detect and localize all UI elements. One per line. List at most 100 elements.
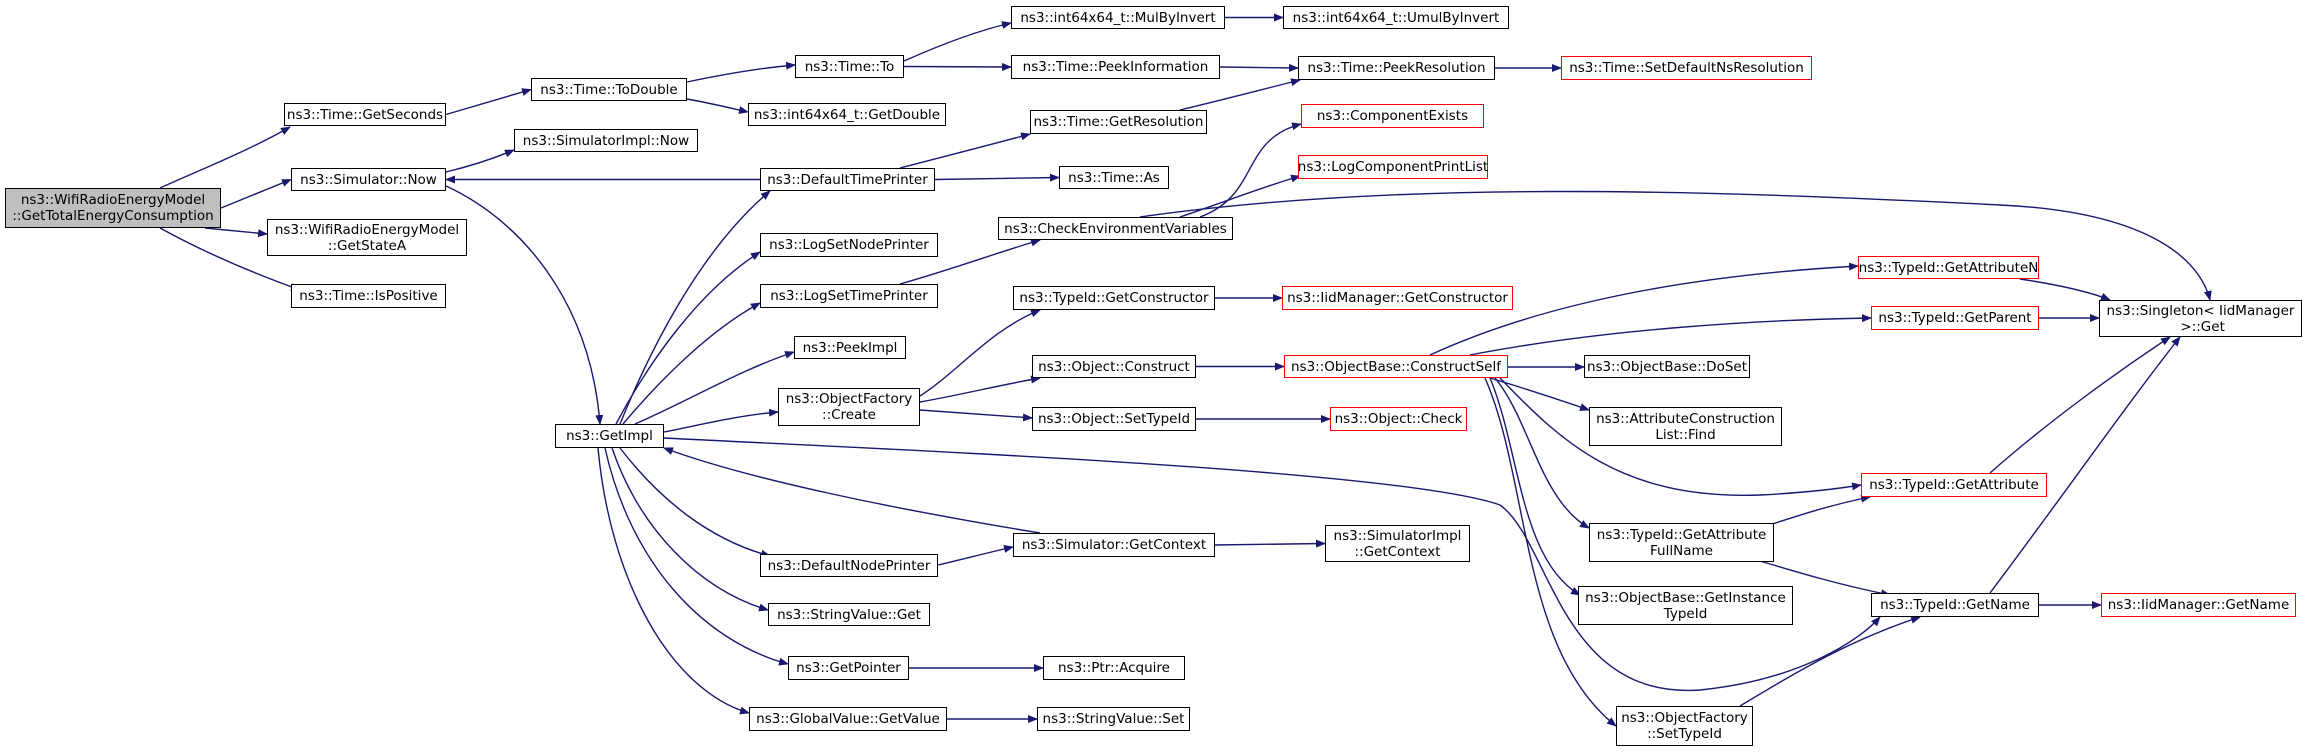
node-logsettime[interactable]: ns3::LogSetTimePrinter — [760, 284, 938, 308]
node-label: ns3::TypeId::GetName — [1880, 597, 2030, 613]
node-objconstruct[interactable]: ns3::Object::Construct — [1032, 355, 1196, 378]
node-gvgetvalue[interactable]: ns3::GlobalValue::GetValue — [749, 707, 947, 731]
node-label: ns3::SimulatorImpl::Now — [522, 132, 690, 149]
edge-todouble-to-to — [686, 61, 796, 83]
edge-root-to-getstatea — [204, 227, 268, 238]
node-acfind[interactable]: ns3::AttributeConstruction List::Find — [1589, 407, 1782, 446]
node-peekimpl[interactable]: ns3::PeekImpl — [794, 336, 906, 359]
edge-constructself-to-acfind — [1489, 377, 1590, 411]
node-label: ns3::Object::Construct — [1038, 358, 1190, 375]
edge-logsettime-to-checkenv — [899, 238, 1041, 285]
node-getattr[interactable]: ns3::TypeId::GetAttribute — [1861, 473, 2047, 497]
node-peekres[interactable]: ns3::Time::PeekResolution — [1298, 56, 1495, 80]
node-singleton[interactable]: ns3::Singleton< IidManager >::Get — [2099, 300, 2302, 337]
edge-getattrn-to-singleton — [2019, 278, 2111, 301]
edge-simnow-to-getimpl — [445, 185, 604, 425]
node-label: ns3::int64x64_t::MulByInvert — [1020, 9, 1216, 26]
node-checkenv[interactable]: ns3::CheckEnvironmentVariables — [998, 217, 1233, 240]
node-label: ns3::GlobalValue::GetValue — [756, 711, 940, 727]
node-ofsettypeid[interactable]: ns3::ObjectFactory ::SetTypeId — [1616, 706, 1753, 746]
node-label: ns3::Simulator::GetContext — [1021, 537, 1207, 553]
node-mulbyinvert[interactable]: ns3::int64x64_t::MulByInvert — [1011, 6, 1225, 29]
node-getpointer[interactable]: ns3::GetPointer — [788, 656, 909, 680]
node-label: ns3::Object::SetTypeId — [1037, 411, 1191, 427]
edge-root-to-getseconds — [159, 126, 291, 189]
node-label: ns3::Singleton< IidManager >::Get — [2106, 302, 2295, 335]
node-constructself[interactable]: ns3::ObjectBase::ConstructSelf — [1284, 355, 1508, 378]
node-label: ns3::TypeId::GetAttribute FullName — [1596, 526, 1767, 559]
edge-getimpl-to-ofcreate — [663, 408, 779, 433]
node-label: ns3::Simulator::Now — [300, 171, 437, 188]
node-stringget[interactable]: ns3::StringValue::Get — [768, 603, 930, 626]
node-simnow[interactable]: ns3::Simulator::Now — [291, 168, 446, 191]
node-ispositive[interactable]: ns3::Time::IsPositive — [291, 284, 446, 308]
node-simgetctx[interactable]: ns3::Simulator::GetContext — [1013, 533, 1215, 557]
edge-checkenv-to-logcompprint — [1179, 174, 1301, 218]
node-label: ns3::ObjectFactory ::Create — [785, 391, 913, 423]
node-label: ns3::Time::ToDouble — [540, 81, 678, 98]
node-iidgetctor[interactable]: ns3::IidManager::GetConstructor — [1282, 286, 1513, 310]
node-simimplgetctx[interactable]: ns3::SimulatorImpl ::GetContext — [1325, 525, 1470, 562]
node-getres[interactable]: ns3::Time::GetResolution — [1030, 110, 1207, 134]
edge-root-to-simnow — [220, 178, 292, 209]
node-peekinfo[interactable]: ns3::Time::PeekInformation — [1011, 55, 1220, 79]
node-label: ns3::IidManager::GetName — [2107, 597, 2290, 613]
node-label: ns3::ObjectBase::ConstructSelf — [1291, 358, 1501, 375]
node-label: ns3::GetImpl — [566, 428, 653, 444]
node-label: ns3::Time::To — [804, 58, 895, 75]
node-label: ns3::int64x64_t::GetDouble — [753, 106, 941, 123]
node-getdouble[interactable]: ns3::int64x64_t::GetDouble — [748, 103, 946, 126]
node-compexists[interactable]: ns3::ComponentExists — [1301, 104, 1484, 128]
edge-defnodeprinter-to-simgetctx — [937, 545, 1014, 566]
node-label: ns3::AttributeConstruction List::Find — [1596, 410, 1775, 443]
node-getattrfull[interactable]: ns3::TypeId::GetAttribute FullName — [1589, 523, 1774, 562]
node-deftimeprinter[interactable]: ns3::DefaultTimePrinter — [760, 168, 935, 191]
node-getattrn[interactable]: ns3::TypeId::GetAttributeN — [1858, 256, 2039, 279]
node-doset[interactable]: ns3::ObjectBase::DoSet — [1584, 355, 1750, 378]
edge-getattrfull-to-getname — [1759, 560, 1891, 598]
node-label: ns3::DefaultNodePrinter — [767, 557, 931, 574]
edge-constructself-to-getinsttid — [1489, 377, 1581, 596]
node-getname[interactable]: ns3::TypeId::GetName — [1871, 593, 2039, 617]
node-label: ns3::Time::PeekResolution — [1307, 60, 1486, 76]
node-label: ns3::TypeId::GetConstructor — [1019, 290, 1209, 306]
node-logsetnode[interactable]: ns3::LogSetNodePrinter — [760, 233, 938, 257]
node-defnodeprinter[interactable]: ns3::DefaultNodePrinter — [760, 554, 938, 577]
node-label: ns3::Time::IsPositive — [299, 288, 438, 304]
node-label: ns3::TypeId::GetAttribute — [1869, 477, 2039, 493]
edge-ofcreate-to-settypeid — [919, 409, 1033, 422]
node-label: ns3::Ptr::Acquire — [1058, 660, 1170, 676]
node-getimpl[interactable]: ns3::GetImpl — [555, 424, 664, 448]
node-settypeid[interactable]: ns3::Object::SetTypeId — [1032, 407, 1196, 431]
node-simimplnow[interactable]: ns3::SimulatorImpl::Now — [514, 129, 698, 152]
node-logcompprint[interactable]: ns3::LogComponentPrintList — [1298, 155, 1488, 179]
node-getparent[interactable]: ns3::TypeId::GetParent — [1871, 306, 2039, 330]
node-getseconds[interactable]: ns3::Time::GetSeconds — [284, 103, 446, 126]
edge-getimpl-to-getname — [663, 437, 1881, 691]
node-timeas[interactable]: ns3::Time::As — [1059, 166, 1169, 189]
node-getstatea[interactable]: ns3::WifiRadioEnergyModel ::GetStateA — [267, 219, 467, 256]
node-label: ns3::WifiRadioEnergyModel ::GetStateA — [274, 221, 460, 254]
node-todouble[interactable]: ns3::Time::ToDouble — [531, 78, 687, 101]
edge-simgetctx-to-getimpl — [663, 447, 1041, 534]
node-getctor[interactable]: ns3::TypeId::GetConstructor — [1013, 286, 1215, 310]
node-iidgetname[interactable]: ns3::IidManager::GetName — [2101, 593, 2296, 617]
edge-getimpl-to-getpointer — [604, 447, 789, 666]
node-getinsttid[interactable]: ns3::ObjectBase::GetInstance TypeId — [1578, 586, 1793, 625]
node-stringset[interactable]: ns3::StringValue::Set — [1037, 707, 1190, 731]
node-label: ns3::Time::GetSeconds — [286, 106, 444, 123]
node-to[interactable]: ns3::Time::To — [795, 55, 904, 78]
node-label: ns3::IidManager::GetConstructor — [1287, 290, 1508, 306]
node-ptracquire[interactable]: ns3::Ptr::Acquire — [1043, 656, 1185, 680]
node-label: ns3::TypeId::GetAttributeN — [1858, 259, 2039, 276]
node-objcheck[interactable]: ns3::Object::Check — [1330, 407, 1467, 431]
node-setdefres[interactable]: ns3::Time::SetDefaultNsResolution — [1561, 56, 1812, 80]
node-label: ns3::StringValue::Get — [777, 606, 921, 623]
node-umulbyinvert[interactable]: ns3::int64x64_t::UmulByInvert — [1283, 6, 1509, 29]
node-label: ns3::Time::As — [1068, 169, 1160, 186]
edge-getimpl-to-logsetnode — [615, 251, 761, 425]
edge-simnow-to-simimplnow — [445, 149, 515, 173]
edge-to-to-mulbyinvert — [903, 21, 1012, 62]
node-ofcreate[interactable]: ns3::ObjectFactory ::Create — [778, 388, 920, 426]
